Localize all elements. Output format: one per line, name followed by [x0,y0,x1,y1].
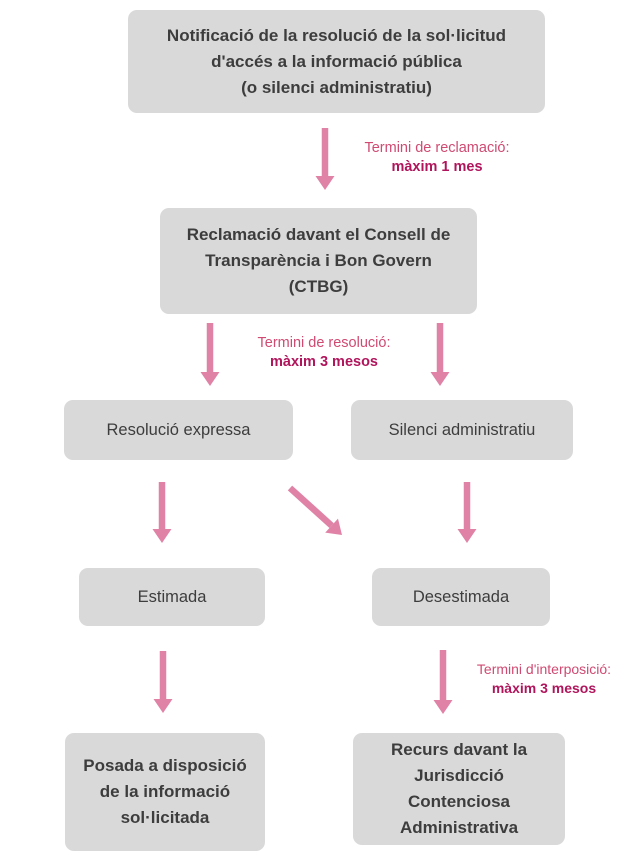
node-notification-resolucio: Notificació de la resolució de la sol·li… [128,10,545,113]
node-reclamacio-ctbg: Reclamació davant el Consell de Transpar… [160,208,477,314]
label-termini-interposicio-value: màxim 3 mesos [491,680,597,696]
node-recurs-jurisdiccio: Recurs davant la Jurisdicció Contenciosa… [353,733,565,845]
label-termini-resolucio-title: Termini de resolució: [257,335,391,351]
label-termini-reclamacio: Termini de reclamació: màxim 1 mes [342,139,532,177]
node-estimada: Estimada [79,568,265,626]
arrow-ctbg-to-resolucio [200,323,220,386]
arrow-notification-to-ctbg [315,128,335,190]
arrow-resolucio-to-desestimada [287,485,342,535]
node-silenci-administratiu: Silenci administratiu [351,400,573,460]
arrow-ctbg-to-silenci [430,323,450,386]
label-termini-reclamacio-title: Termini de reclamació: [364,140,510,156]
label-termini-reclamacio-value: màxim 1 mes [391,159,483,175]
label-termini-resolucio-value: màxim 3 mesos [269,354,378,370]
arrow-resolucio-to-estimada [152,482,172,543]
label-termini-interposicio-title: Termini d'interposició: [476,661,612,677]
label-termini-interposicio: Termini d'interposició: màxim 3 mesos [454,660,634,698]
arrow-estimada-to-posada [153,651,173,713]
node-posada-disposicio: Posada a disposició de la informació sol… [65,733,265,851]
arrow-desestimada-to-recurs [433,650,453,714]
label-termini-resolucio: Termini de resolució: màxim 3 mesos [248,334,400,372]
node-desestimada: Desestimada [372,568,550,626]
node-resolucio-expressa: Resolució expressa [64,400,293,460]
arrow-silenci-to-desestimada [457,482,477,543]
